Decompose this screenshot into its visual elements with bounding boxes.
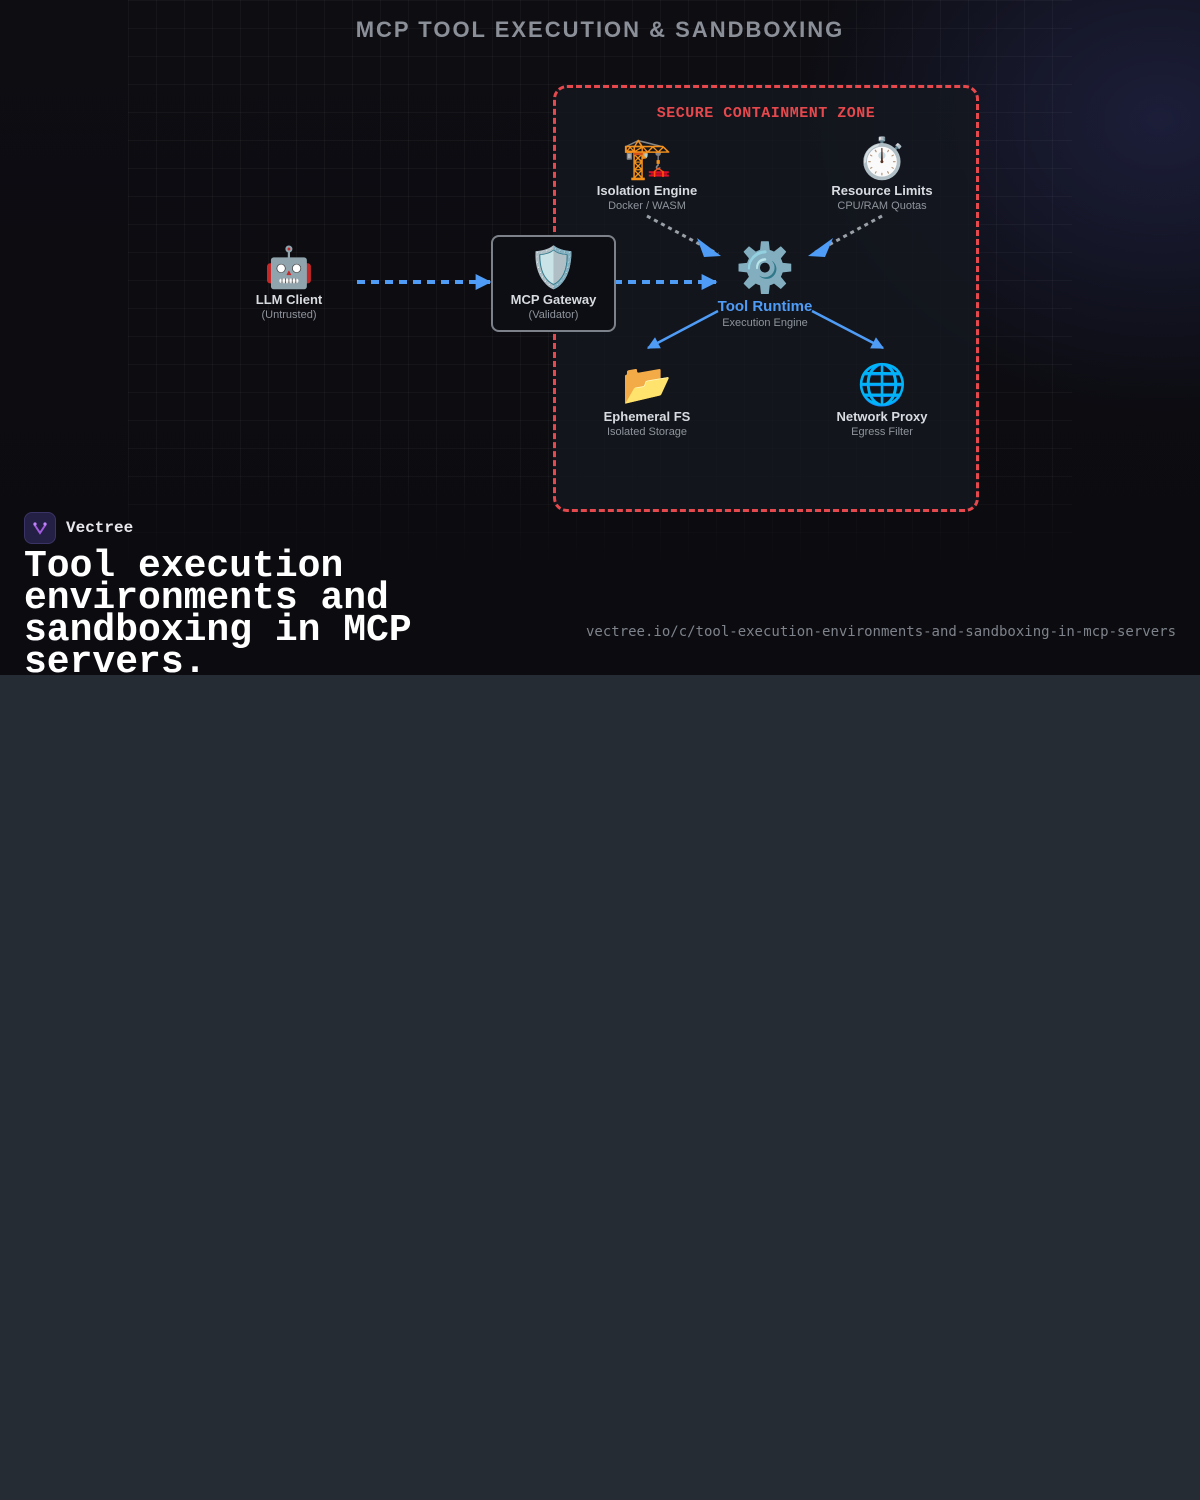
- mcp-gateway-sublabel: (Validator): [528, 309, 579, 321]
- isolation-engine-node: 🏗️ Isolation Engine Docker / WASM: [582, 137, 712, 212]
- connector-layer: [357, 214, 885, 350]
- stopwatch-icon: ⏱️: [857, 136, 907, 182]
- network-proxy-label: Network Proxy: [836, 409, 928, 424]
- folder-icon: 📂: [622, 362, 672, 408]
- dependency-arrowhead-limits: [808, 238, 833, 257]
- network-proxy-node: 🌐 Network Proxy Egress Filter: [817, 363, 947, 438]
- vectree-logo-icon: [33, 522, 47, 535]
- shield-icon: 🛡️: [528, 245, 579, 291]
- resource-limits-label: Resource Limits: [831, 183, 933, 198]
- llm-client-node: 🤖 LLM Client (Untrusted): [229, 246, 349, 321]
- gear-icon: ⚙️: [735, 240, 795, 296]
- zone-label: SECURE CONTAINMENT ZONE: [656, 105, 876, 122]
- article-url[interactable]: vectree.io/c/tool-execution-environments…: [585, 624, 1176, 640]
- ephemeral-fs-node: 📂 Ephemeral FS Isolated Storage: [582, 363, 712, 438]
- llm-client-sublabel: (Untrusted): [261, 309, 317, 321]
- brand-name[interactable]: Vectree: [66, 519, 134, 537]
- llm-client-label: LLM Client: [255, 292, 323, 307]
- robot-icon: 🤖: [264, 245, 314, 291]
- resource-limits-sublabel: CPU/RAM Quotas: [837, 200, 927, 212]
- hero-banner: MCP TOOL EXECUTION & SANDBOXING SECURE C…: [0, 0, 1200, 675]
- ephemeral-fs-sublabel: Isolated Storage: [606, 426, 688, 438]
- resource-limits-node: ⏱️ Resource Limits CPU/RAM Quotas: [817, 137, 947, 212]
- isolation-engine-label: Isolation Engine: [596, 183, 698, 198]
- mcp-gateway-box: [491, 235, 616, 332]
- mcp-gateway-label: MCP Gateway: [510, 292, 597, 307]
- ephemeral-fs-label: Ephemeral FS: [603, 409, 691, 424]
- tool-runtime-node: ⚙️ Tool Runtime Execution Engine: [700, 240, 830, 329]
- tool-runtime-label: Tool Runtime: [717, 298, 813, 315]
- network-proxy-sublabel: Egress Filter: [851, 426, 913, 438]
- dependency-arrowhead-isolation: [697, 238, 721, 257]
- article-headline: Tool execution environments and sandboxi…: [24, 545, 412, 676]
- flow-arrow-runtime-proxy: [811, 309, 885, 350]
- secure-containment-zone: [553, 85, 979, 512]
- diagram-title: MCP TOOL EXECUTION & SANDBOXING: [355, 17, 845, 42]
- mcp-gateway-node: 🛡️ MCP Gateway (Validator): [491, 246, 616, 321]
- vectree-logo[interactable]: [24, 512, 56, 544]
- flow-arrow-runtime-fs: [646, 309, 719, 350]
- isolation-engine-sublabel: Docker / WASM: [608, 200, 686, 212]
- crane-icon: 🏗️: [622, 136, 672, 182]
- globe-icon: 🌐: [857, 362, 907, 408]
- tool-runtime-sublabel: Execution Engine: [722, 317, 808, 329]
